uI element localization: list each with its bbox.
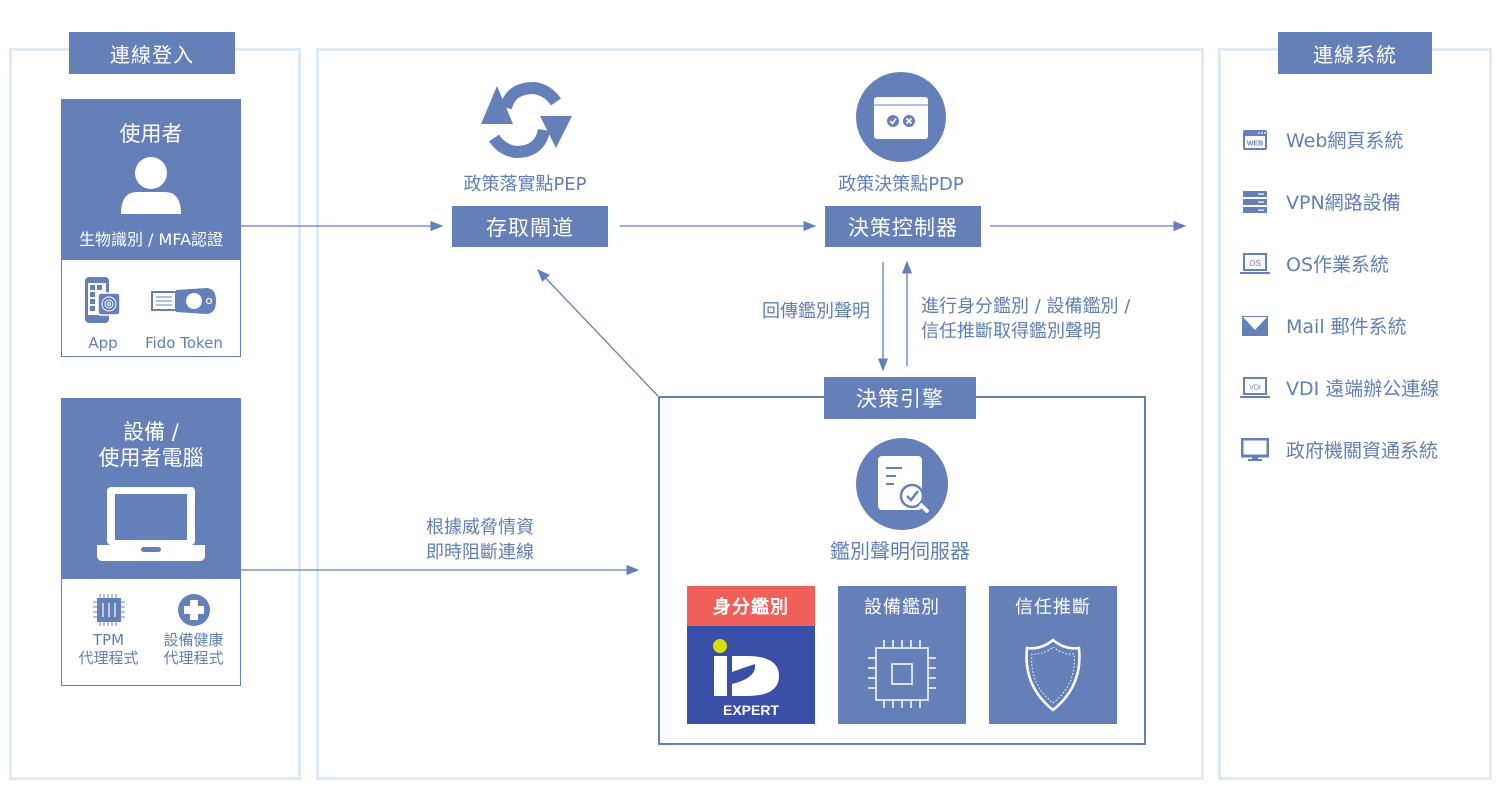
device-card-title-1: 設備 / — [123, 420, 179, 444]
tile-identity-auth: 身分鑑別 EXPERT — [687, 586, 815, 724]
laptop-icon — [97, 487, 205, 561]
pep-access-gateway: 存取閘道 — [452, 206, 608, 247]
claim-server-label: 鑑別聲明伺服器 — [830, 539, 970, 563]
os-laptop-icon: OS — [1240, 252, 1270, 274]
tile-device-auth: 設備鑑別 — [838, 586, 966, 724]
web-icon: WEB — [1243, 129, 1267, 150]
system-item-web: WEB Web網頁系統 — [1240, 126, 1403, 153]
pdp-decision-controller: 決策控制器 — [825, 206, 981, 247]
agent-item-health: 設備健康 代理程式 — [154, 593, 234, 667]
auth-item-fido-label: Fido Token — [145, 334, 223, 352]
systems-panel — [1218, 48, 1492, 780]
auth-item-app-label: App — [88, 334, 118, 352]
window-check-icon — [856, 72, 946, 162]
system-item-vdi: VDI VDI 遠端辦公連線 — [1240, 374, 1439, 401]
svg-text:OS: OS — [1249, 259, 1261, 268]
auth-item-app: App — [73, 276, 133, 352]
system-item-mail: Mail 郵件系統 — [1240, 312, 1407, 339]
system-item-web-label: Web網頁系統 — [1286, 130, 1404, 152]
pep-caption: 政策落實點PEP — [463, 174, 587, 195]
svg-text:VDI: VDI — [1249, 384, 1261, 391]
return-claim-label: 回傳鑑別聲明 — [762, 301, 870, 322]
request-label-2: 信任推斷取得鑑別聲明 — [921, 321, 1101, 342]
system-item-vdi-label: VDI 遠端辦公連線 — [1286, 378, 1440, 400]
system-item-gov: 政府機關資通系統 — [1240, 436, 1438, 463]
mail-icon — [1242, 315, 1268, 336]
system-item-mail-label: Mail 郵件系統 — [1286, 316, 1407, 338]
processor-icon — [868, 640, 936, 708]
agent-item-tpm: TPM 代理程式 — [69, 593, 149, 667]
monitor-icon — [1241, 437, 1269, 461]
system-item-vpn: VPN網路設備 — [1240, 188, 1401, 215]
tile-trust-inference: 信任推斷 — [989, 586, 1117, 724]
system-item-vpn-label: VPN網路設備 — [1286, 192, 1401, 214]
threat-label-1: 根據威脅情資 — [426, 517, 534, 538]
id-expert-logo: EXPERT — [713, 639, 779, 718]
server-icon — [1243, 190, 1267, 213]
user-icon — [121, 157, 181, 214]
pdp-caption: 政策決策點PDP — [838, 174, 964, 195]
system-item-os: OS OS作業系統 — [1240, 250, 1389, 277]
sync-arrows-icon — [481, 81, 572, 159]
agent-tpm-label-1: TPM — [92, 631, 125, 649]
usb-key-icon — [151, 288, 216, 314]
login-panel-title: 連線登入 — [69, 32, 235, 74]
user-card-title: 使用者 — [119, 122, 183, 146]
phone-fingerprint-icon — [85, 277, 121, 323]
claim-server-icon — [856, 438, 948, 530]
system-item-os-label: OS作業系統 — [1286, 254, 1390, 276]
vdi-laptop-icon: VDI — [1240, 376, 1270, 398]
decision-engine-title: 決策引擎 — [824, 377, 976, 419]
systems-panel-title: 連線系統 — [1278, 32, 1432, 74]
tile-identity-title: 身分鑑別 — [687, 586, 815, 626]
agent-tpm-label-2: 代理程式 — [78, 649, 139, 667]
tile-trust-title: 信任推斷 — [1015, 597, 1091, 618]
id-expert-text: EXPERT — [723, 702, 779, 718]
auth-item-fido: Fido Token — [139, 276, 229, 352]
svg-text:WEB: WEB — [1247, 140, 1263, 147]
agent-health-label-1: 設備健康 — [163, 631, 224, 649]
plus-circle-icon — [177, 594, 210, 626]
system-item-gov-label: 政府機關資通系統 — [1286, 440, 1439, 462]
shield-icon — [1025, 638, 1081, 712]
request-label-1: 進行身分鑑別 / 設備鑑別 / — [921, 296, 1131, 317]
tile-device-title: 設備鑑別 — [864, 597, 940, 618]
chip-icon — [92, 594, 125, 626]
user-card: 使用者 生物識別 / MFA認證 App — [61, 99, 241, 357]
agent-health-label-2: 代理程式 — [163, 649, 224, 667]
device-card-title-2: 使用者電腦 — [98, 446, 204, 470]
user-card-subtitle: 生物識別 / MFA認證 — [78, 230, 224, 249]
threat-label-2: 即時阻斷連線 — [426, 542, 534, 563]
device-card: 設備 / 使用者電腦 TPM 代理程式 — [61, 398, 241, 686]
arrow-engine-to-pep — [537, 269, 659, 397]
